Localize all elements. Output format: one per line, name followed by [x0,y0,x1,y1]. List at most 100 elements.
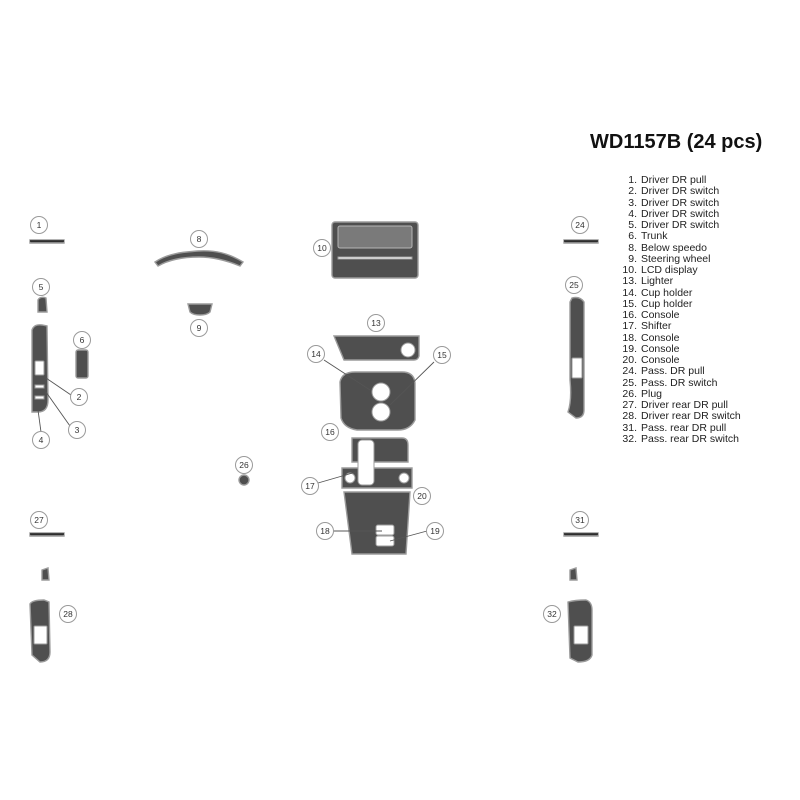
legend-item-number: 10. [622,264,637,276]
callout-1-label: 1 [37,220,42,230]
part-15-cup-hole [371,402,391,422]
legend-item-label: Trunk [641,230,668,243]
legend-item-label: Driver rear DR pull [641,399,728,411]
callout-4-leader [37,409,42,433]
legend-item-number: 9. [628,252,637,265]
part-14-15-cup-holder [339,371,416,431]
callout-26-label: 26 [239,460,249,470]
legend-item-label: Pass. DR switch [641,376,718,389]
part-3-slot [34,384,45,389]
legend-item-label: LCD display [641,264,698,276]
legend-item-label: Cup holder [641,297,693,310]
callout-9-label: 9 [197,323,202,333]
callout-13-label: 13 [371,318,381,328]
legend-item: 17.Shifter [603,320,741,333]
callout-16-label: 16 [325,427,335,437]
part-5-driver-dr-switch [37,296,48,313]
callout-2-leader [45,377,72,396]
legend-item: 5.Driver DR switch [603,219,741,231]
callout-24-circle [571,216,589,234]
legend-item: 18.Console [603,331,741,344]
legend-item-label: Cup holder [641,286,693,299]
part-32-hole [573,625,589,645]
legend-item-label: Driver DR switch [641,196,720,209]
callout-10-circle [313,239,331,257]
callout-18-label: 18 [320,526,330,536]
part-6-trunk [75,349,89,379]
callout-8-label: 8 [197,234,202,244]
legend-item-number: 3. [628,196,637,209]
legend-item-number: 4. [628,207,637,220]
part-8-below-speedo [153,250,245,267]
callout-3-label: 3 [75,425,80,435]
legend-item-number: 28. [622,410,637,423]
legend-item: 16.Console [603,309,741,321]
callout-15-label: 15 [437,350,447,360]
callout-31-circle [571,511,589,529]
legend-item-label: Plug [641,387,663,400]
callout-3-leader [45,391,71,427]
legend-item-number: 1. [628,174,637,186]
callout-18-circle [316,522,334,540]
legend-item-number: 14. [622,286,637,299]
part-17-button-right [398,472,410,484]
legend-item-number: 24. [622,365,637,378]
callout-17-circle [301,477,319,495]
callout-19-label: 19 [430,526,440,536]
part-4-slot [34,395,45,400]
legend-item: 9. Steering wheel [603,252,741,265]
part-14-cup-hole [371,382,391,402]
callout-9-circle [190,319,208,337]
legend-item: 13.Lighter [603,275,741,288]
legend-item: 15. Cup holder [603,297,741,310]
legend-item-label: Driver DR switch [641,185,720,198]
legend-item-label: Driver DR switch [641,207,720,220]
legend-item: 28. Driver rear DR switch [603,410,741,423]
legend-item-number: 32. [622,432,637,445]
callout-14-circle [307,345,325,363]
callout-27-label: 27 [34,515,44,525]
callout-25-label: 25 [569,280,579,290]
legend-item-number: 25. [622,376,637,389]
legend-item-label: Pass. rear DR switch [641,432,740,445]
legend-item-number: 26. [622,387,637,400]
part-25-hole [571,357,583,379]
part-28-driver-rear-dr-switch [29,567,51,663]
callout-19-circle [426,522,444,540]
legend-item: 25. Pass. DR switch [603,376,741,389]
part-10-lcd-slot [337,256,413,260]
part-19-hole [375,535,395,547]
legend-item: 2.Driver DR switch [603,185,741,198]
callout-5-label: 5 [39,282,44,292]
callout-5-circle [32,278,50,296]
legend-item-label: Console [641,309,680,321]
callout-32-label: 32 [547,609,557,619]
callout-2-circle [70,388,88,406]
legend-item-label: Pass. rear DR pull [641,421,727,434]
part-17-button-left [344,472,356,484]
legend-item: 32. Pass. rear DR switch [603,432,741,445]
callout-19-leader [389,530,428,542]
callout-4-label: 4 [39,435,44,445]
legend-item-label: Pass. DR pull [641,365,705,378]
callout-27-circle [30,511,48,529]
legend-item-number: 15. [622,297,637,310]
legend-item-number: 31. [622,421,637,434]
callout-14-leader [323,359,371,391]
legend-item-label: Shifter [641,320,672,333]
part-17-shifter-slot [357,439,375,486]
callout-8-circle [190,230,208,248]
callout-15-leader [389,361,435,406]
legend-item-label: Steering wheel [641,252,711,265]
legend-item-number: 19. [622,342,637,355]
callout-2-label: 2 [77,392,82,402]
legend-item-number: 13. [622,275,637,288]
legend-item: 26. Plug [603,387,741,400]
legend-item: 14. Cup holder [603,286,741,299]
legend-item-label: Driver rear DR switch [641,410,741,423]
part-13-lighter [332,335,420,361]
legend-item: 19.Console [603,342,741,355]
legend-item-label: Console [641,331,680,344]
